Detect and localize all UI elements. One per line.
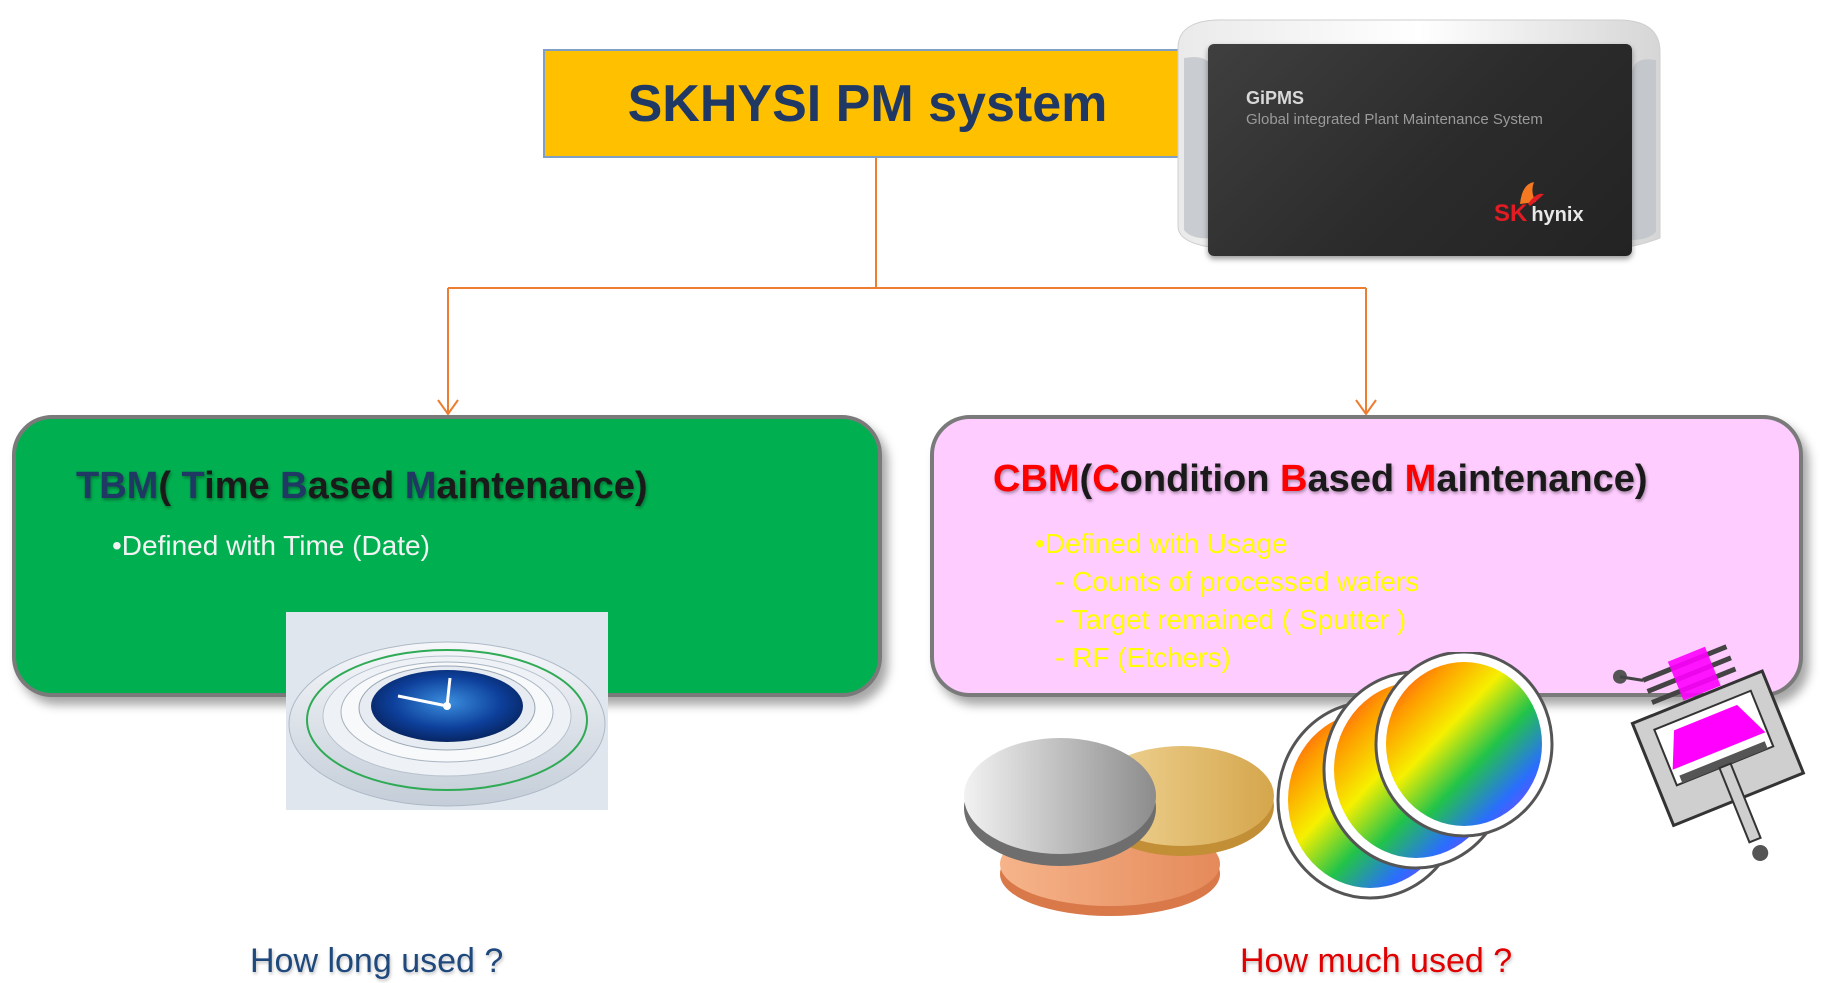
- etcher-chamber-image: [1612, 644, 1806, 862]
- cbm-bullet: •Defined with Usage: [1035, 528, 1288, 559]
- sputter-targets-image: [964, 738, 1274, 916]
- tbm-question: How long used ?: [250, 942, 504, 980]
- cbm-title-abbr: CBM: [993, 458, 1080, 500]
- page-title: SKHYSI PM system: [627, 74, 1108, 133]
- cbm-question: How much used ?: [1240, 942, 1513, 980]
- gipms-card: GiPMS Global integrated Plant Maintenanc…: [1208, 44, 1632, 256]
- tbm-title-abbr: TBM: [76, 465, 159, 507]
- clock-image: [286, 612, 608, 810]
- gipms-product-image: GiPMS Global integrated Plant Maintenanc…: [1148, 8, 1688, 256]
- cbm-subitem-target: - Target remained ( Sputter ): [1055, 604, 1407, 635]
- logo-sk-text: SK: [1494, 200, 1528, 227]
- sk-hynix-logo: SK hynix: [1494, 182, 1584, 228]
- wafers-image: [1276, 652, 1554, 900]
- cbm-subitem-wafers: - Counts of processed wafers: [1055, 566, 1420, 597]
- tbm-bullet: •Defined with Time (Date): [112, 530, 430, 561]
- tbm-title: TBM( Time Based Maintenance): [76, 465, 648, 507]
- logo-hynix-text: hynix: [1531, 204, 1584, 226]
- cbm-subitem-rf: - RF (Etchers): [1055, 642, 1231, 673]
- cbm-title: CBM(Condition Based Maintenance): [993, 458, 1648, 500]
- gipms-name: GiPMS: [1246, 88, 1305, 108]
- sk-butterfly-icon: [1520, 182, 1544, 206]
- title-box: SKHYSI PM system: [543, 49, 1208, 158]
- gipms-subtitle: Global integrated Plant Maintenance Syst…: [1246, 111, 1543, 128]
